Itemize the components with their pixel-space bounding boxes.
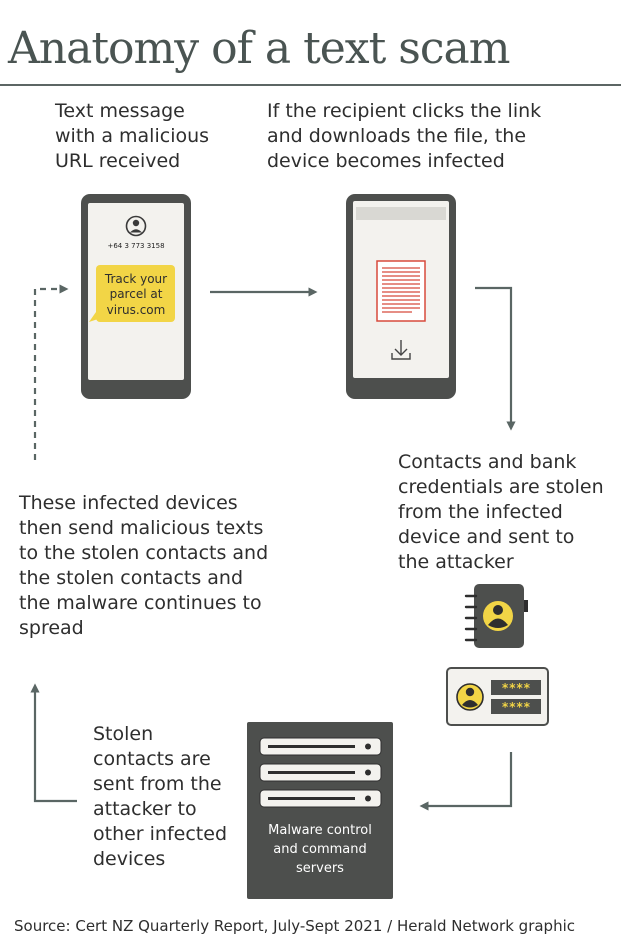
caption-line: to the stolen contacts and	[19, 542, 269, 564]
server-rack-unit	[259, 737, 382, 756]
caption-line: attacker to	[93, 798, 197, 820]
step-2-caption: If the recipient clicks the link and dow…	[267, 99, 541, 174]
sms-bubble: Track your parcel at virus.com	[89, 265, 175, 322]
caption-line: If the recipient clicks the link	[267, 100, 542, 122]
step-5-caption: These infected devices then send malicio…	[19, 491, 268, 641]
step-3-caption: Contacts and bank credentials are stolen…	[398, 450, 604, 575]
caption-line: other infected	[93, 823, 228, 845]
sender-number: +64 3 773 3158	[107, 242, 164, 250]
caption-line: then send malicious texts	[19, 517, 264, 539]
caption-line: sent from the	[93, 773, 222, 795]
address-book-icon	[464, 584, 528, 648]
bubble-line: parcel at	[110, 287, 163, 301]
title-divider	[0, 84, 621, 86]
caption-line: and downloads the file, the	[267, 125, 527, 147]
caption-line: spread	[19, 617, 84, 639]
arrow-server-to-devices	[30, 683, 77, 803]
phone-sms-icon: +64 3 773 3158 Track your parcel at viru…	[81, 194, 191, 399]
arrow-credentials-to-server	[419, 752, 513, 811]
arrow-phone-to-credentials	[475, 286, 516, 431]
caption-line: credentials are stolen	[398, 476, 604, 498]
caption-line: devices	[93, 848, 166, 870]
step-1-caption: Text message with a malicious URL receiv…	[55, 99, 209, 174]
password-mask: ****	[502, 681, 531, 695]
caption-line: contacts are	[93, 748, 211, 770]
phone-download-icon	[346, 194, 456, 399]
caption-line: These infected devices	[19, 492, 238, 514]
caption-line: with a malicious	[55, 125, 210, 147]
caption-line: the attacker	[398, 551, 514, 573]
caption-line: Text message	[55, 100, 185, 122]
caption-line: the stolen contacts and	[19, 567, 244, 589]
contact-avatar-icon	[125, 215, 147, 237]
bubble-line: Track your	[104, 272, 167, 286]
server-icon: Malware control and command servers	[247, 722, 393, 899]
malicious-file-icon	[376, 260, 426, 322]
caption-line: the malware continues to	[19, 592, 262, 614]
server-label-line: Malware control	[268, 823, 372, 838]
download-icon	[391, 340, 411, 360]
caption-line: from the infected	[398, 501, 563, 523]
caption-line: device becomes infected	[267, 150, 505, 172]
bubble-link-text: virus.com	[107, 303, 166, 317]
page-title: Anatomy of a text scam	[8, 23, 510, 74]
caption-line: Stolen	[93, 723, 154, 745]
server-rack-unit	[259, 789, 382, 808]
source-credit: Source: Cert NZ Quarterly Report, July-S…	[14, 917, 575, 935]
server-rack-unit	[259, 763, 382, 782]
step-4-caption: Stolen contacts are sent from the attack…	[93, 722, 227, 872]
server-label-line: and command	[273, 842, 366, 857]
credentials-card-icon: **** ****	[446, 667, 549, 726]
caption-line: URL received	[55, 150, 181, 172]
password-mask: ****	[502, 700, 531, 714]
arrow-loop-back-dashed	[33, 284, 69, 460]
caption-line: Contacts and bank	[398, 451, 577, 473]
caption-line: device and sent to	[398, 526, 575, 548]
server-label-line: servers	[296, 861, 344, 876]
